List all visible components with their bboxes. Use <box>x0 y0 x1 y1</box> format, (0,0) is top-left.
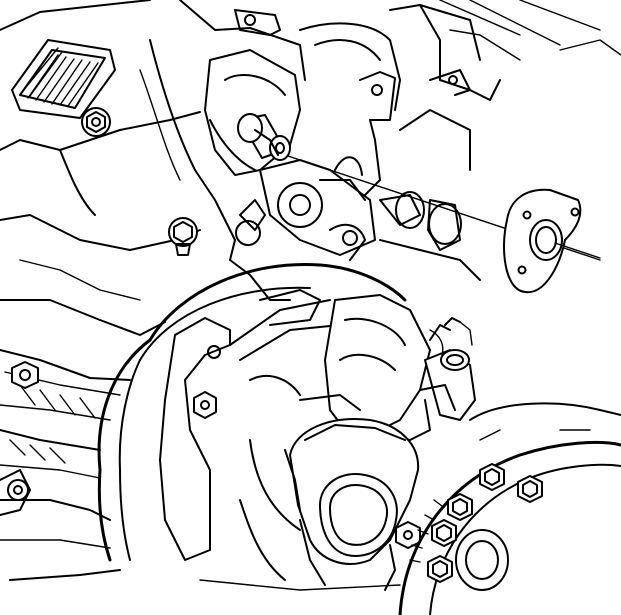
flywheel-bolts <box>427 463 543 583</box>
water-outlet <box>284 418 420 591</box>
crankshaft-pulley <box>97 262 407 591</box>
flywheel-bolt-5 <box>427 555 453 583</box>
front-crank-seal <box>235 156 481 281</box>
bolt-3 <box>11 361 39 389</box>
flywheel <box>398 402 621 615</box>
flywheel-bolt-3 <box>447 493 473 521</box>
bolt-7 <box>395 521 421 549</box>
bolt-1 <box>81 107 111 137</box>
bolt-2 <box>168 217 198 256</box>
bolt-5 <box>193 391 217 419</box>
hose-nipples <box>419 317 476 421</box>
intake-grille <box>11 39 116 119</box>
flywheel-bolt-4 <box>431 519 457 547</box>
flywheel-bolt-2 <box>517 475 543 503</box>
new-seal <box>503 188 601 294</box>
flywheel-bolt-1 <box>479 463 505 491</box>
thermostat-housing <box>299 294 431 441</box>
